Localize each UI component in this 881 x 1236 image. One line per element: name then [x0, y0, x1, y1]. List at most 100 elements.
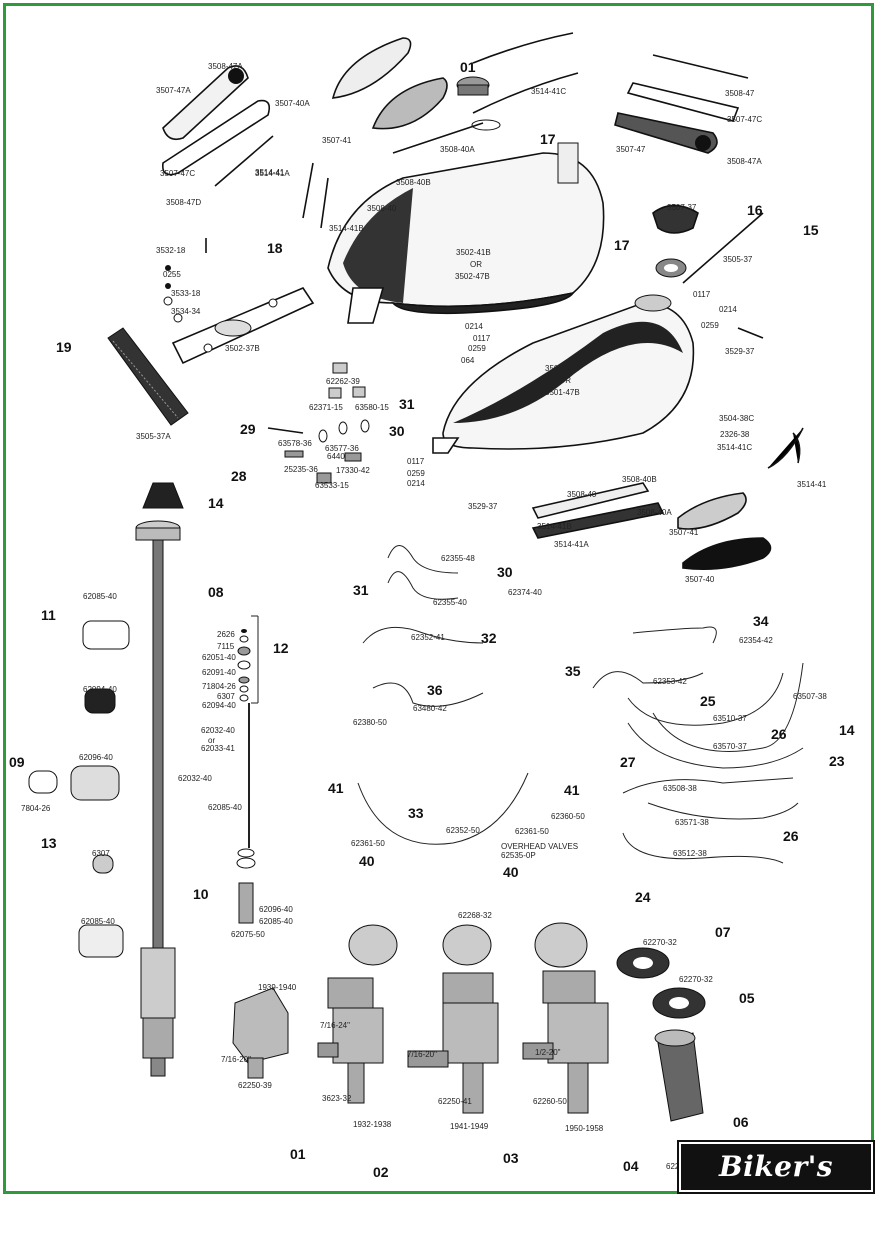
reference-number: 26: [783, 828, 799, 844]
part-number-label: 1932-1938: [353, 1120, 392, 1129]
part-number-label: 63577-36: [325, 444, 359, 453]
reference-number: 02: [373, 1164, 389, 1180]
part-number-label: 1941-1949: [450, 1122, 489, 1131]
bikers-store-logo: Biker's Store: [677, 1140, 875, 1229]
part-number-label: 2326-38: [720, 430, 750, 439]
reference-number: 01: [290, 1146, 306, 1162]
part-number-label: 3502-37B: [225, 344, 260, 353]
gas-valve-rod-08: [135, 520, 181, 1077]
part-number-label: 3502-47B: [455, 272, 490, 281]
part-number-label: 62535-0P: [501, 851, 536, 860]
part-number-label: 62354-42: [739, 636, 773, 645]
part-number-label: 3533-18: [171, 289, 201, 298]
part-number-label: 1/2-20": [535, 1048, 561, 1057]
part-number-label: 25235-36: [284, 465, 318, 474]
part-number-label: 3508-47: [725, 89, 755, 98]
part-number-label: 6307: [217, 692, 235, 701]
part-number-label: 63580-15: [355, 403, 389, 412]
reference-number: 26: [771, 726, 787, 742]
reference-number: 14: [208, 495, 224, 511]
part-number-label: 3507-41: [322, 136, 352, 145]
reference-number: 03: [503, 1150, 519, 1166]
part-number-label: OR: [470, 260, 482, 269]
part-number-label: 62250-41: [438, 1097, 472, 1106]
reference-number: 04: [623, 1158, 639, 1174]
part-number-label: 62352-41: [411, 633, 445, 642]
part-number-label: 0259: [468, 344, 486, 353]
part-number-label: 62032-40: [178, 774, 212, 783]
part-number-label: 3505-37A: [136, 432, 171, 441]
reference-number: 10: [193, 886, 209, 902]
part-number-label: 7/16-24": [320, 1021, 350, 1030]
part-number-label: 7804-26: [21, 804, 51, 813]
part-number-label: 3507-40A: [275, 99, 310, 108]
reference-number: 15: [803, 222, 819, 238]
part-number-label: 17330-42: [336, 466, 370, 475]
small-fittings-center: [267, 362, 370, 484]
reference-number: 28: [231, 468, 247, 484]
part-number-label: 3514-41C: [531, 87, 567, 96]
part-number-label: 62270-32: [643, 938, 677, 947]
part-number-label: 3514-41A: [255, 169, 290, 178]
filler-cap-01-upper: [456, 76, 501, 131]
oil-lines-center: [357, 545, 529, 845]
reference-number: 36: [427, 682, 443, 698]
dash-panel-3507-47A: [161, 65, 274, 187]
part-number-label: 62096-40: [259, 905, 293, 914]
part-number-label: 3508-40B: [622, 475, 657, 484]
reference-number: 33: [408, 805, 424, 821]
part-number-label: 3514-41: [255, 168, 285, 177]
reference-number: 27: [620, 754, 636, 770]
part-number-label: 62355-40: [433, 598, 467, 607]
reference-number: 29: [240, 421, 256, 437]
part-number-label: OVERHEAD VALVES: [501, 842, 579, 851]
reference-number: 31: [353, 582, 369, 598]
reference-number: 40: [359, 853, 375, 869]
part-number-label: 62250-39: [238, 1081, 272, 1090]
part-number-label: 63510-37: [713, 714, 747, 723]
part-number-label: 0214: [465, 322, 483, 331]
part-number-label: 3534-34: [171, 307, 201, 316]
part-number-label: 2626: [217, 630, 235, 639]
reference-number: 06: [733, 1114, 749, 1130]
part-number-label: 3501-41B: [545, 364, 580, 373]
reference-number: 16: [747, 202, 763, 218]
part-number-label: 3514-41B: [329, 224, 364, 233]
part-number-label: 63512-38: [673, 849, 707, 858]
part-number-label: 0214: [407, 479, 425, 488]
part-number-label: 3508-40B: [396, 178, 431, 187]
part-number-label: 3508-40: [567, 490, 597, 499]
part-number-label: 62361-50: [515, 827, 549, 836]
part-number-label: 63571-38: [675, 818, 709, 827]
part-number-label: 62085-40: [208, 803, 242, 812]
part-number-label: 3508-40A: [637, 508, 672, 517]
part-number-label: OR: [559, 376, 571, 385]
valve-03: [407, 972, 499, 1114]
part-number-label: 63507-38: [793, 692, 827, 701]
part-number-label: 3507-41: [669, 528, 699, 537]
part-number-label: 62091-40: [202, 668, 236, 677]
part-number-label: 0214: [719, 305, 737, 314]
reference-number: 11: [41, 607, 56, 623]
part-number-label: 3505-37: [723, 255, 753, 264]
part-number-label: 3508-47A: [727, 157, 762, 166]
part-number-label: 7/16-20": [407, 1050, 437, 1059]
part-number-label: 63480-42: [413, 704, 447, 713]
part-number-label: 62361-50: [351, 839, 385, 848]
part-number-label: 62262-39: [326, 377, 360, 386]
part-number-label: 3514-41C: [717, 443, 753, 452]
part-number-label: 62352-50: [446, 826, 480, 835]
part-number-label: 62374-40: [508, 588, 542, 597]
valve-stem-column: [236, 615, 259, 924]
part-number-label: 3514-41A: [554, 540, 589, 549]
reference-number: 13: [41, 835, 57, 851]
part-number-label: 3507-37: [667, 203, 697, 212]
reference-number: 12: [273, 640, 289, 656]
part-number-label: 3508-40: [367, 204, 397, 213]
part-number-label: 7/16-20": [221, 1055, 251, 1064]
part-number-label: 62094-40: [202, 701, 236, 710]
side-panel-3502-37B: [171, 287, 315, 365]
grip-3505-37A: [107, 327, 189, 426]
part-number-label: 3529-37: [468, 502, 498, 511]
